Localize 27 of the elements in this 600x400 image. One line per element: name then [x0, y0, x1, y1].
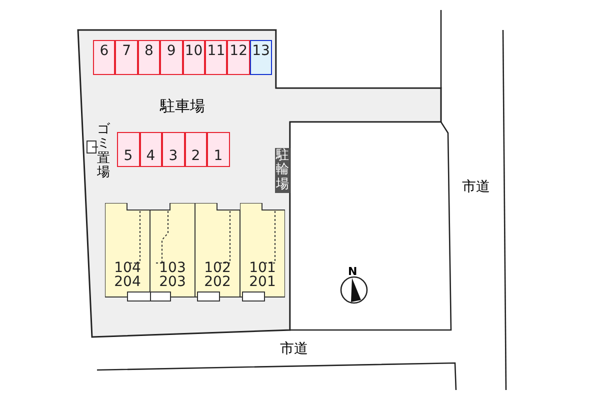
room-number: 202	[203, 275, 232, 289]
road-label: 市道	[462, 178, 490, 196]
room-number: 203	[158, 275, 187, 289]
parking-space: 13	[250, 40, 272, 75]
parking-space: 8	[138, 40, 160, 75]
parking-space: 10	[182, 40, 205, 75]
room-number: 104	[113, 261, 142, 275]
parking-space: 12	[227, 40, 250, 75]
parking-space: 9	[160, 40, 183, 75]
area-label: 駐輪場	[275, 148, 290, 193]
room-number: 204	[113, 275, 142, 289]
room-number: 201	[248, 275, 277, 289]
room-number: 102	[203, 261, 232, 275]
area-label: 駐車場	[160, 97, 205, 116]
road-label: 市道	[280, 340, 308, 358]
parking-space: 11	[205, 40, 228, 75]
parking-space: 7	[115, 40, 138, 75]
parking-space: 2	[184, 132, 207, 167]
room-number: 101	[248, 261, 277, 275]
compass-letter: N	[348, 265, 358, 278]
parking-space: 5	[117, 132, 140, 167]
parking-space: 6	[93, 40, 116, 75]
parking-space: 3	[162, 132, 184, 167]
room-number: 103	[158, 261, 187, 275]
parking-space: 1	[207, 132, 230, 167]
area-label: ゴミ置場	[97, 123, 110, 180]
parking-space: 4	[140, 132, 162, 167]
